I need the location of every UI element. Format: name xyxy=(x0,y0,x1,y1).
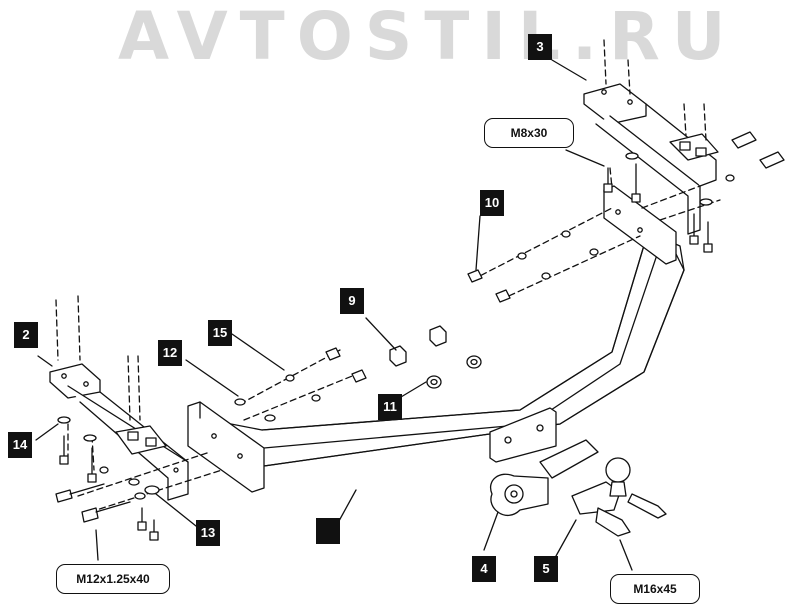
fasteners-right xyxy=(603,131,785,253)
tow-ball-assembly xyxy=(571,457,667,537)
right-side-bracket xyxy=(583,83,719,235)
fasteners-crossbar-left xyxy=(234,347,367,422)
leader-lines xyxy=(35,59,633,571)
beam-left-plate xyxy=(187,401,265,493)
part-13-badge: 13 xyxy=(196,520,220,546)
part-11-badge: 11 xyxy=(378,394,402,420)
part-10-badge: 10 xyxy=(480,190,504,216)
part-14-badge: 14 xyxy=(8,432,32,458)
fasteners-left xyxy=(55,416,160,541)
callout-m16x45: M16x45 xyxy=(610,574,700,604)
beam-right-plate xyxy=(603,185,677,265)
hitch-mount-bracket xyxy=(489,407,557,463)
assembly-lines-right xyxy=(471,39,721,301)
part-2-badge: 2 xyxy=(14,322,38,348)
part-4-badge: 4 xyxy=(472,556,496,582)
part-12-badge: 12 xyxy=(158,340,182,366)
part-9-badge: 9 xyxy=(340,288,364,314)
watermark: AVTOSTIL.RU xyxy=(118,0,738,75)
fasteners-bolts-10 xyxy=(467,230,599,303)
fasteners-center xyxy=(389,325,482,389)
assembly-lines-left xyxy=(55,295,363,513)
part-3-badge: 3 xyxy=(528,34,552,60)
callout-m8x30: M8x30 xyxy=(484,118,574,148)
part-15-badge: 15 xyxy=(208,320,232,346)
left-side-bracket xyxy=(49,363,189,501)
socket-plate xyxy=(489,439,599,517)
part-5-badge: 5 xyxy=(534,556,558,582)
callout-m12x1-25x40: M12x1.25x40 xyxy=(56,564,170,594)
part-1-badge xyxy=(316,518,340,544)
main-crossbar xyxy=(199,231,685,467)
